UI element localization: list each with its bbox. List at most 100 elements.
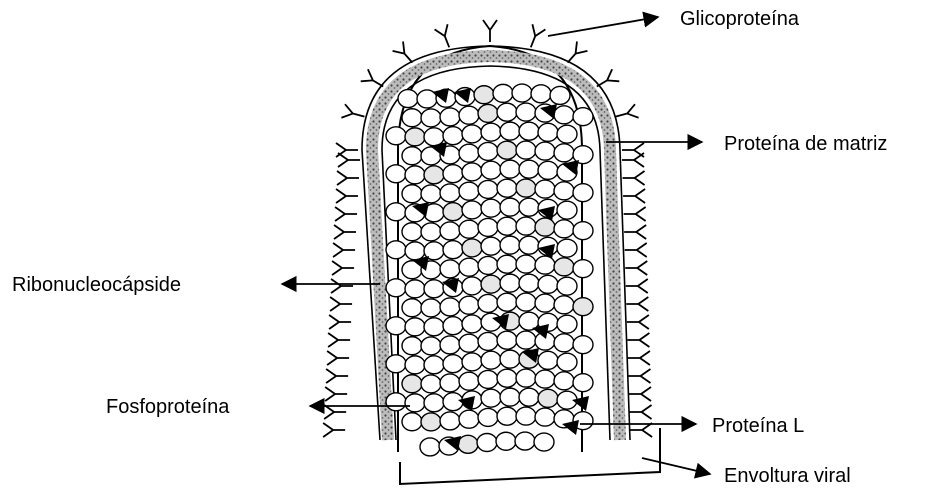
nucleoprotein-bead [402,223,422,241]
nucleoprotein-bead [478,408,498,426]
nucleoprotein-bead [535,294,555,312]
nucleoprotein-bead [402,109,422,127]
nucleoprotein-bead [516,407,536,425]
nucleoprotein-bead [421,109,441,127]
glycoprotein-spike [623,171,645,185]
nucleoprotein-bead [386,127,406,145]
nucleoprotein-bead [516,331,536,349]
nucleoprotein-bead [440,108,460,126]
glycoprotein-spike [597,69,619,86]
nucleoprotein-bead [573,184,593,202]
glycoprotein-spike [627,315,649,329]
nucleoprotein-bead [557,353,577,371]
nucleoprotein-bead [497,293,517,311]
glycoprotein-spike [435,24,450,47]
nucleoprotein-bead [538,389,558,407]
glycoprotein-spike [624,225,646,239]
nucleoprotein-bead [459,296,479,314]
nucleoprotein-bead [421,375,441,393]
nucleoprotein-bead [440,336,460,354]
nucleoprotein-bead [512,84,532,102]
glycoprotein-spike [341,104,364,118]
nucleoprotein-bead [535,180,555,198]
nucleoprotein-bead [402,147,422,165]
nucleoprotein-bead [386,241,406,259]
nucleoprotein-bead [481,199,501,217]
nucleoprotein-bead [554,106,574,124]
glycoprotein-spike [616,104,639,118]
nucleoprotein-bead [440,260,460,278]
nucleoprotein-bead [496,432,516,450]
nucleoprotein-bead [421,223,441,241]
nucleoprotein-bead [497,331,517,349]
glycoprotein-spike [328,333,350,347]
nucleoprotein-bead [519,236,539,254]
nucleoprotein-bead [519,198,539,216]
nucleoprotein-bead [573,336,593,354]
label-phosphoprotein: Fosfoproteína [106,396,230,418]
nucleoprotein-bead [557,239,577,257]
nucleoprotein-bead [440,222,460,240]
glycoprotein-spike [326,369,348,383]
glycoprotein-spike [568,42,588,63]
nucleoprotein-bead [459,106,479,124]
glycoprotein-spike [324,405,346,419]
nucleoprotein-bead [557,315,577,333]
nucleoprotein-bead [386,203,406,221]
nucleoprotein-bead [516,103,536,121]
nucleoprotein-bead [538,275,558,293]
glycoprotein-spike [628,351,650,365]
glycoprotein-spike [622,153,644,167]
glycoprotein-spike [625,261,647,275]
nucleoprotein-bead [402,337,422,355]
nucleoprotein-bead [481,389,501,407]
nucleoprotein-bead [500,274,520,292]
arrow-glycoprotein [548,17,658,36]
nucleoprotein-bead [516,217,536,235]
nucleoprotein-bead [405,280,425,298]
nucleoprotein-bead [459,144,479,162]
glycoprotein-spike [531,24,546,47]
nucleoprotein-bead [515,432,535,450]
nucleoprotein-bead [497,369,517,387]
nucleoprotein-bead [402,299,422,317]
nucleoprotein-bead [459,410,479,428]
nucleoprotein-bead [459,372,479,390]
nucleoprotein-bead [459,182,479,200]
nucleoprotein-bead [443,165,463,183]
nucleoprotein-bead [421,337,441,355]
nucleoprotein-bead [573,260,593,278]
nucleoprotein-bead [405,242,425,260]
nucleoprotein-bead [516,179,536,197]
nucleoprotein-bead [402,185,422,203]
glycoprotein-spike [630,405,652,419]
glycoprotein-spike [625,243,647,257]
glycoprotein-spike [335,207,357,221]
nucleoprotein-bead [421,299,441,317]
nucleoprotein-bead [538,351,558,369]
nucleoprotein-bead [405,318,425,336]
nucleoprotein-bead [516,293,536,311]
nucleoprotein-bead [420,438,440,456]
nucleoprotein-bead [500,198,520,216]
glycoprotein-spike [628,369,650,383]
glycoprotein-spike [626,279,648,293]
nucleoprotein-bead [424,356,444,374]
nucleoprotein-bead [477,433,497,451]
nucleoprotein-bead [386,317,406,335]
nucleoprotein-bead [538,161,558,179]
label-matrix-protein: Proteína de matriz [724,133,887,155]
nucleoprotein-bead [497,407,517,425]
glycoprotein-spike [330,297,352,311]
nucleoprotein-bead [424,166,444,184]
nucleoprotein-bead [554,296,574,314]
nucleoprotein-bead [516,141,536,159]
nucleoprotein-bead [478,142,498,160]
nucleoprotein-bead [554,334,574,352]
nucleoprotein-bead [402,413,422,431]
nucleoprotein-bead [405,166,425,184]
label-viral-envelope: Envoltura viral [724,465,851,487]
nucleoprotein-bead [478,332,498,350]
glycoprotein-spike [323,423,345,437]
